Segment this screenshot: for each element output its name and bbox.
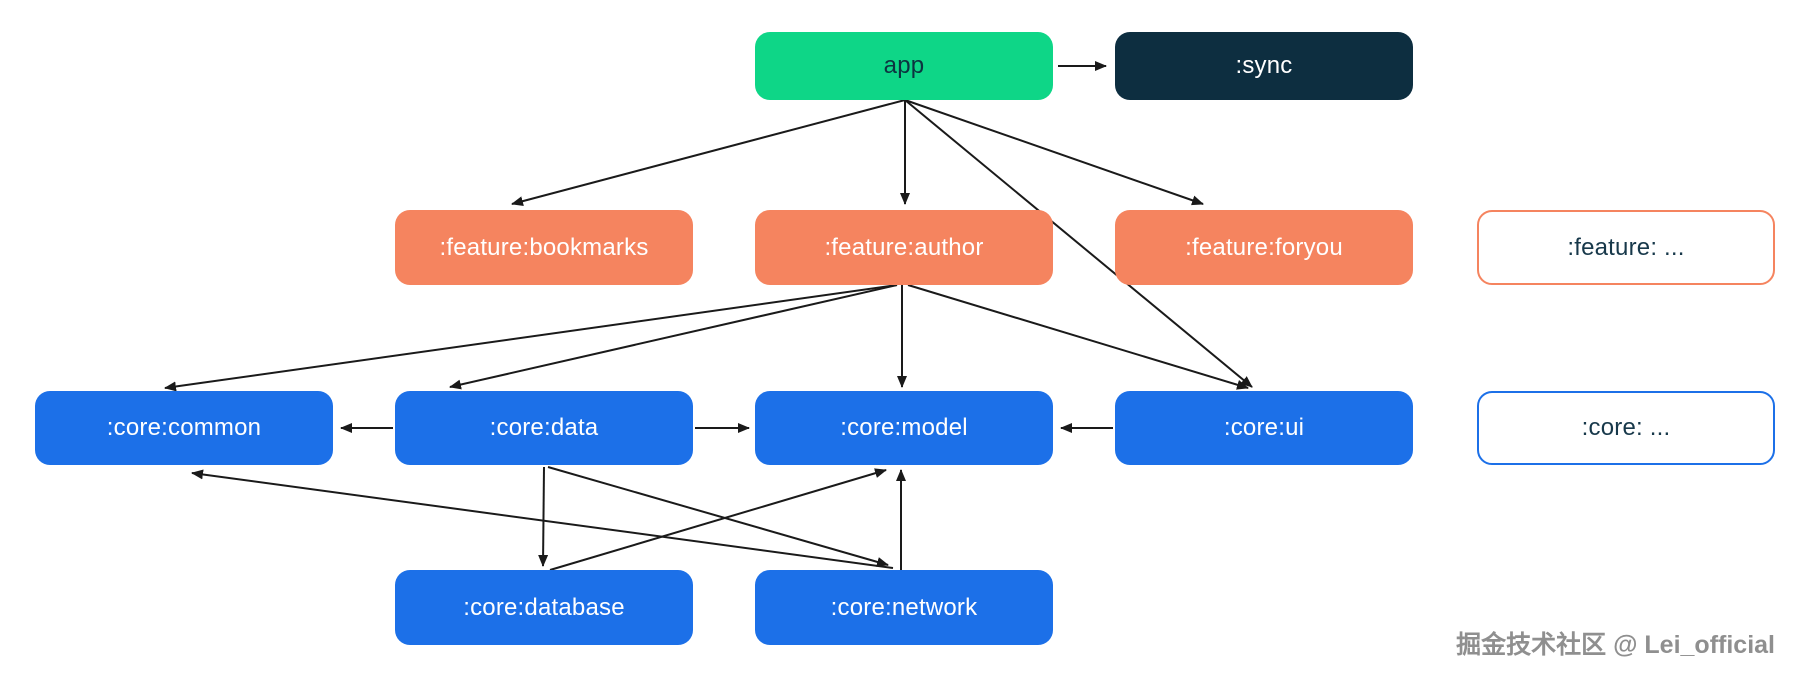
edge-data-to-database <box>538 466 549 567</box>
node-app: app <box>755 32 1053 100</box>
node-core-network: :core:network <box>755 570 1053 645</box>
node-sync: :sync <box>1115 32 1413 100</box>
edge-data-to-network <box>547 466 889 567</box>
node-feature-bookmarks: :feature:bookmarks <box>395 210 693 285</box>
node-core-data-label: :core:data <box>489 414 599 441</box>
edge-database-to-model <box>549 468 887 571</box>
node-core-model-label: :core:model <box>840 414 968 441</box>
node-feature-more: :feature: ... <box>1477 210 1775 285</box>
node-app-label: app <box>883 52 925 79</box>
edge-author-to-core-common <box>164 284 898 392</box>
node-core-ui: :core:ui <box>1115 391 1413 465</box>
node-core-network-label: :core:network <box>830 593 978 621</box>
node-core-more-label: :core: ... <box>1581 414 1671 441</box>
edge-app-to-core-ui <box>904 99 1253 388</box>
edge-author-to-core-ui <box>907 284 1249 390</box>
edge-network-to-common <box>191 469 894 569</box>
node-core-ui-label: :core:ui <box>1223 414 1305 441</box>
node-feature-bookmarks-label: :feature:bookmarks <box>439 233 649 261</box>
edge-app-to-foryou <box>904 99 1204 206</box>
edge-app-to-bookmarks <box>511 99 906 207</box>
node-core-database: :core:database <box>395 570 693 645</box>
node-core-common-label: :core:common <box>106 414 262 441</box>
node-feature-author: :feature:author <box>755 210 1053 285</box>
edge-author-to-core-data <box>449 284 898 390</box>
node-feature-author-label: :feature:author <box>824 233 984 261</box>
node-feature-more-label: :feature: ... <box>1567 233 1685 261</box>
node-core-common: :core:common <box>35 391 333 465</box>
node-core-database-label: :core:database <box>463 593 625 621</box>
node-core-data: :core:data <box>395 391 693 465</box>
node-sync-label: :sync <box>1235 52 1293 79</box>
node-feature-foryou-label: :feature:foryou <box>1185 233 1343 261</box>
node-core-more: :core: ... <box>1477 391 1775 465</box>
watermark-text: 掘金技术社区 @ Lei_official <box>1456 631 1775 659</box>
node-core-model: :core:model <box>755 391 1053 465</box>
node-feature-foryou: :feature:foryou <box>1115 210 1413 285</box>
